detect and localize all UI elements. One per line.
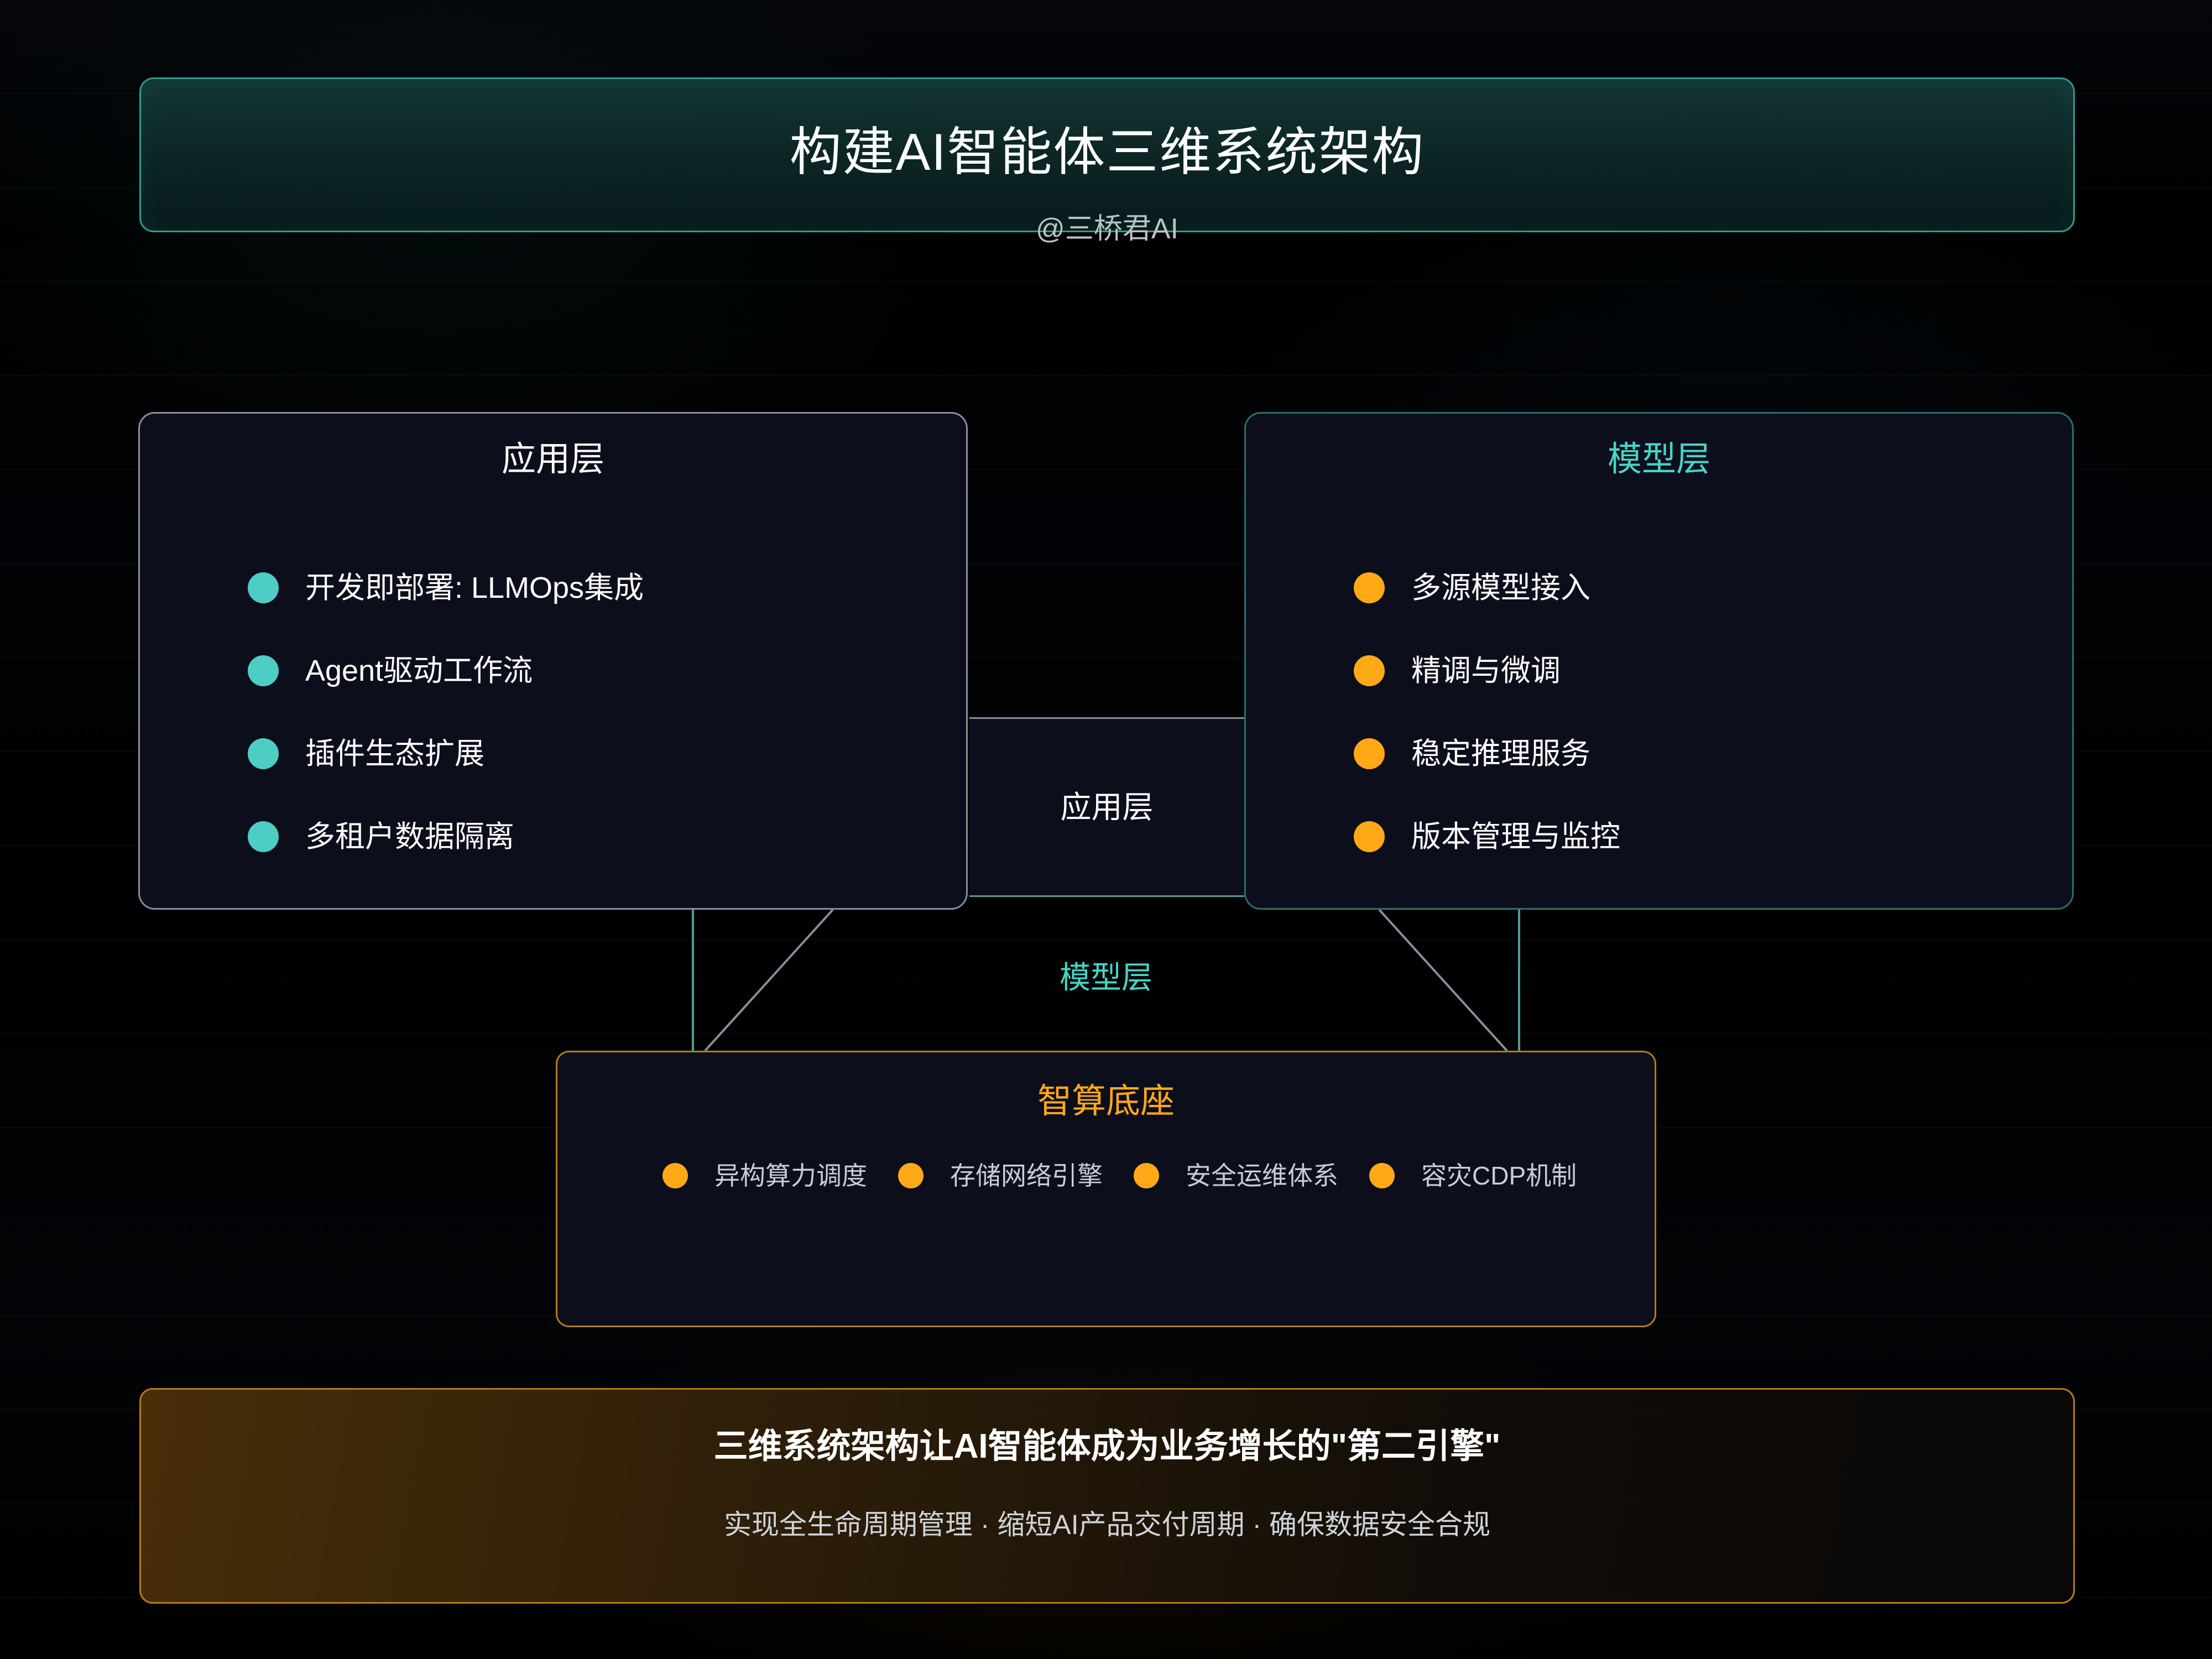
footer-headline: 三维系统架构让AI智能体成为业务增长的"第二引擎" <box>713 1427 1501 1465</box>
card-application-layer[interactable]: 应用层 开发即部署: LLMOps集成 Agent驱动工作流 插件生态扩展 多租… <box>138 412 968 910</box>
list-item[interactable]: 容灾CDP机制 <box>1369 1163 1577 1188</box>
list-item-label: 稳定推理服务 <box>1411 737 1590 770</box>
list-item[interactable]: 异构算力调度 <box>662 1163 867 1188</box>
card-base-title: 智算底座 <box>1037 1082 1175 1120</box>
footer-panel <box>139 1388 2075 1604</box>
bullet-icon <box>1369 1163 1395 1188</box>
application-feature-list: 开发即部署: LLMOps集成 Agent驱动工作流 插件生态扩展 多租户数据隔… <box>248 546 911 878</box>
list-item[interactable]: 插件生态扩展 <box>248 712 911 795</box>
base-feature-list: 异构算力调度 存储网络引擎 安全运维体系 容灾CDP机制 <box>662 1163 1768 1188</box>
bullet-icon <box>248 821 279 852</box>
bullet-icon <box>1354 572 1385 603</box>
list-item[interactable]: 存储网络引擎 <box>898 1163 1103 1188</box>
list-item[interactable]: 稳定推理服务 <box>1354 712 2017 795</box>
model-feature-list: 多源模型接入 精调与微调 稳定推理服务 版本管理与监控 <box>1354 546 2017 878</box>
list-item[interactable]: 开发即部署: LLMOps集成 <box>248 546 911 629</box>
connector-mid-label: 模型层 <box>1060 960 1152 995</box>
bullet-icon <box>1354 738 1385 769</box>
bullet-icon <box>1134 1163 1159 1188</box>
bullet-icon <box>248 655 279 686</box>
list-item[interactable]: 精调与微调 <box>1354 629 2017 712</box>
header-panel <box>139 77 2075 232</box>
list-item-label: 多源模型接入 <box>1411 571 1590 604</box>
bullet-icon <box>898 1163 924 1188</box>
footer-subtext: 实现全生命周期管理 · 缩短AI产品交付周期 · 确保数据安全合规 <box>723 1509 1491 1540</box>
list-item[interactable]: 版本管理与监控 <box>1354 795 2017 878</box>
connector-band: 应用层 <box>969 717 1244 897</box>
list-item-label: 开发即部署: LLMOps集成 <box>305 571 644 604</box>
list-item-label: 存储网络引擎 <box>950 1161 1103 1190</box>
list-item[interactable]: Agent驱动工作流 <box>248 629 911 712</box>
page-title: 构建AI智能体三维系统架构 <box>789 123 1425 181</box>
bullet-icon <box>1354 655 1385 686</box>
list-item-label: 容灾CDP机制 <box>1421 1161 1577 1190</box>
connector-band-label: 应用层 <box>1060 789 1154 825</box>
list-item[interactable]: 安全运维体系 <box>1134 1163 1338 1188</box>
list-item-label: 安全运维体系 <box>1186 1161 1338 1190</box>
list-item-label: 多租户数据隔离 <box>305 820 514 853</box>
list-item[interactable]: 多源模型接入 <box>1354 546 2017 629</box>
list-item-label: 版本管理与监控 <box>1411 820 1620 853</box>
list-item-label: Agent驱动工作流 <box>305 654 533 687</box>
bullet-icon <box>248 572 279 603</box>
card-model-title: 模型层 <box>1607 440 1710 478</box>
list-item-label: 精调与微调 <box>1411 654 1561 687</box>
bullet-icon <box>248 738 279 769</box>
list-item-label: 插件生态扩展 <box>305 737 484 770</box>
author-handle: @三桥君AI <box>1036 213 1178 245</box>
bullet-icon <box>662 1163 688 1188</box>
list-item-label: 异构算力调度 <box>714 1161 867 1190</box>
card-compute-base[interactable]: 智算底座 异构算力调度 存储网络引擎 安全运维体系 容灾CDP机制 <box>556 1051 1656 1327</box>
bullet-icon <box>1354 821 1385 852</box>
card-model-layer[interactable]: 模型层 多源模型接入 精调与微调 稳定推理服务 版本管理与监控 <box>1244 412 2074 910</box>
card-application-title: 应用层 <box>501 440 604 478</box>
list-item[interactable]: 多租户数据隔离 <box>248 795 911 878</box>
